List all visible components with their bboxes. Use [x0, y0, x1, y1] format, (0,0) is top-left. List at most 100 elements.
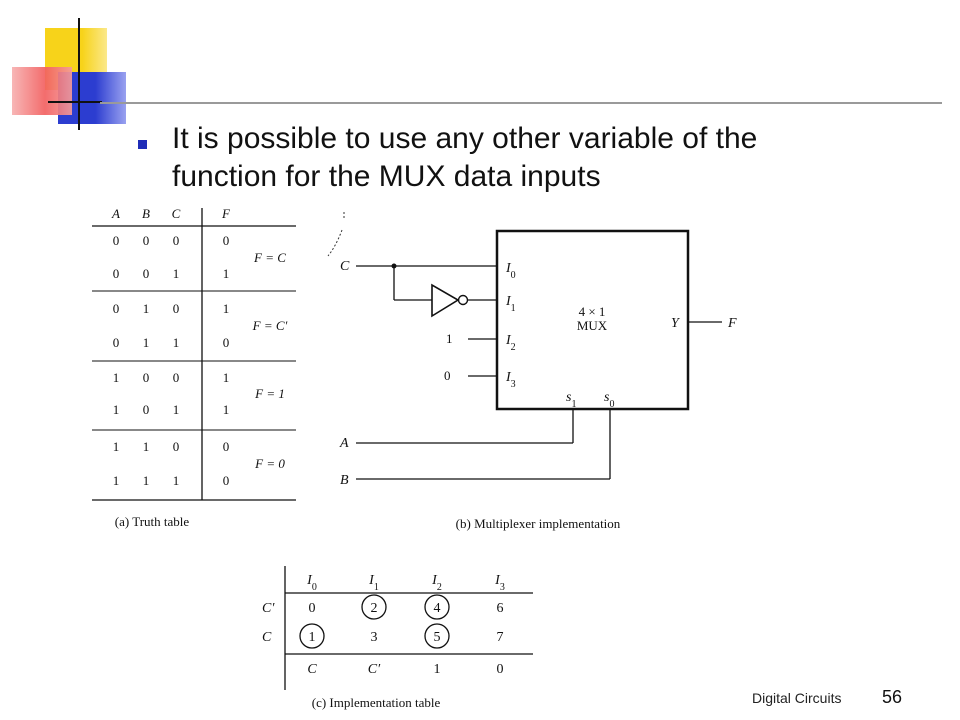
const-0-label: 0 — [444, 368, 451, 383]
impl-table: I0 I1 I2 I3 C′ C 0 2 4 6 1 3 5 7 C C′ 1 … — [262, 566, 533, 710]
impl-cell: 4 — [434, 601, 441, 616]
mux-box-line1: 4 × 1 — [579, 304, 606, 319]
tt-cell: 0 — [113, 266, 120, 281]
tt-cell: 0 — [143, 233, 150, 248]
tt-cell: 1 — [143, 301, 150, 316]
impl-header: I3 — [494, 573, 505, 593]
tt-header-c: C — [172, 206, 181, 221]
tt-cell: 1 — [113, 402, 120, 417]
tt-cell: 1 — [173, 335, 180, 350]
input-c-label: C — [340, 259, 350, 274]
impl-row-label: C — [262, 630, 272, 645]
bullet-text-line-1: It is possible to use any other variable… — [172, 122, 758, 155]
tt-cell: 0 — [223, 439, 230, 454]
tt-group-label: F = 0 — [254, 456, 285, 471]
impl-header: I0 — [306, 573, 317, 593]
pin-s1-label: s1 — [566, 390, 576, 410]
impl-result: 0 — [497, 662, 504, 677]
slide-number: 56 — [882, 687, 903, 707]
impl-result: C′ — [368, 662, 381, 677]
tt-cell: 1 — [143, 473, 150, 488]
tt-cell: 1 — [143, 335, 150, 350]
tt-row-6: 1 1 0 0 — [113, 439, 230, 454]
impl-cell: 7 — [497, 630, 504, 645]
circle-mark — [299, 623, 325, 649]
tt-cell: 1 — [113, 370, 120, 385]
inverter-bubble — [457, 294, 469, 306]
tt-cell: 1 — [223, 301, 230, 316]
tt-cell: 0 — [143, 370, 150, 385]
tt-row-2: 0 1 0 1 — [113, 301, 230, 316]
inverter-gate — [431, 283, 460, 318]
circle-mark — [361, 594, 387, 620]
tt-header-b: B — [142, 206, 150, 221]
bullet-text: It is possible to use any other variable… — [172, 120, 757, 196]
tt-cell: 1 — [223, 370, 230, 385]
tt-cell: 0 — [143, 402, 150, 417]
impl-header: I1 — [368, 573, 379, 593]
const-1-label: 1 — [446, 331, 453, 346]
circle-mark — [424, 594, 450, 620]
tt-cell: 1 — [173, 402, 180, 417]
impl-result: 1 — [434, 662, 441, 677]
impl-caption: (c) Implementation table — [312, 695, 441, 710]
tt-row-7: 1 1 1 0 — [113, 473, 230, 488]
tt-cell: 0 — [173, 301, 180, 316]
impl-cell: 5 — [434, 630, 441, 645]
input-a-label: A — [339, 436, 349, 451]
pin-s0-label: s0 — [604, 390, 614, 410]
impl-result: C — [307, 662, 317, 677]
tt-cell: 0 — [223, 473, 230, 488]
decor-red-square — [12, 67, 72, 115]
tt-cell: 0 — [223, 335, 230, 350]
tt-group-label: F = C — [253, 250, 286, 265]
tt-row-4: 1 0 0 1 — [113, 370, 230, 385]
impl-cell: 1 — [309, 630, 316, 645]
tt-cell: 0 — [113, 335, 120, 350]
tt-cell: 1 — [143, 439, 150, 454]
tt-cell: 0 — [113, 301, 120, 316]
tt-group-label: F = C′ — [252, 318, 288, 333]
pin-i3-label: I3 — [505, 370, 516, 390]
mux-diagram: 4 × 1 MUX I0 I1 I2 I3 C 1 0 Y F s1 s0 A … — [339, 229, 737, 531]
tt-row-5: 1 0 1 1 — [113, 402, 230, 417]
impl-cell: 2 — [371, 601, 378, 616]
tt-cell: 0 — [173, 233, 180, 248]
pin-i2-label: I2 — [505, 333, 516, 353]
decor-vertical-line — [78, 18, 80, 130]
truth-table: A B C F 0 0 0 0 0 0 1 1 0 1 0 1 0 1 1 — [92, 206, 296, 529]
tt-cell: 0 — [113, 233, 120, 248]
impl-cell: 6 — [497, 601, 504, 616]
dotted-tick — [327, 212, 345, 257]
circle-mark — [424, 623, 450, 649]
pin-y-label: Y — [671, 316, 681, 331]
bullet-text-line-2: function for the MUX data inputs — [172, 160, 601, 193]
tt-cell: 1 — [113, 473, 120, 488]
pin-i1-label: I1 — [505, 294, 516, 314]
mux-box — [495, 229, 690, 411]
tt-cell: 1 — [223, 266, 230, 281]
tt-row-3: 0 1 1 0 — [113, 335, 230, 350]
tt-cell: 1 — [113, 439, 120, 454]
tt-cell: 0 — [173, 370, 180, 385]
impl-header: I2 — [431, 573, 442, 593]
impl-cell: 3 — [371, 630, 378, 645]
input-b-label: B — [340, 473, 349, 488]
tt-group-label: F = 1 — [254, 386, 285, 401]
tt-caption: (a) Truth table — [115, 514, 190, 529]
tt-cell: 1 — [223, 402, 230, 417]
decor-horizontal-line — [48, 101, 102, 103]
title-rule — [100, 102, 942, 104]
tt-cell: 0 — [223, 233, 230, 248]
tt-cell: 0 — [143, 266, 150, 281]
tt-cell: 0 — [173, 439, 180, 454]
tt-row-1: 0 0 1 1 — [113, 266, 230, 281]
tt-cell: 1 — [173, 266, 180, 281]
pin-i0-label: I0 — [505, 261, 516, 281]
output-f-label: F — [727, 316, 737, 331]
mux-caption: (b) Multiplexer implementation — [456, 516, 621, 531]
mux-box-line2: MUX — [577, 318, 608, 333]
impl-row-label: C′ — [262, 601, 275, 616]
tt-row-0: 0 0 0 0 — [113, 233, 230, 248]
